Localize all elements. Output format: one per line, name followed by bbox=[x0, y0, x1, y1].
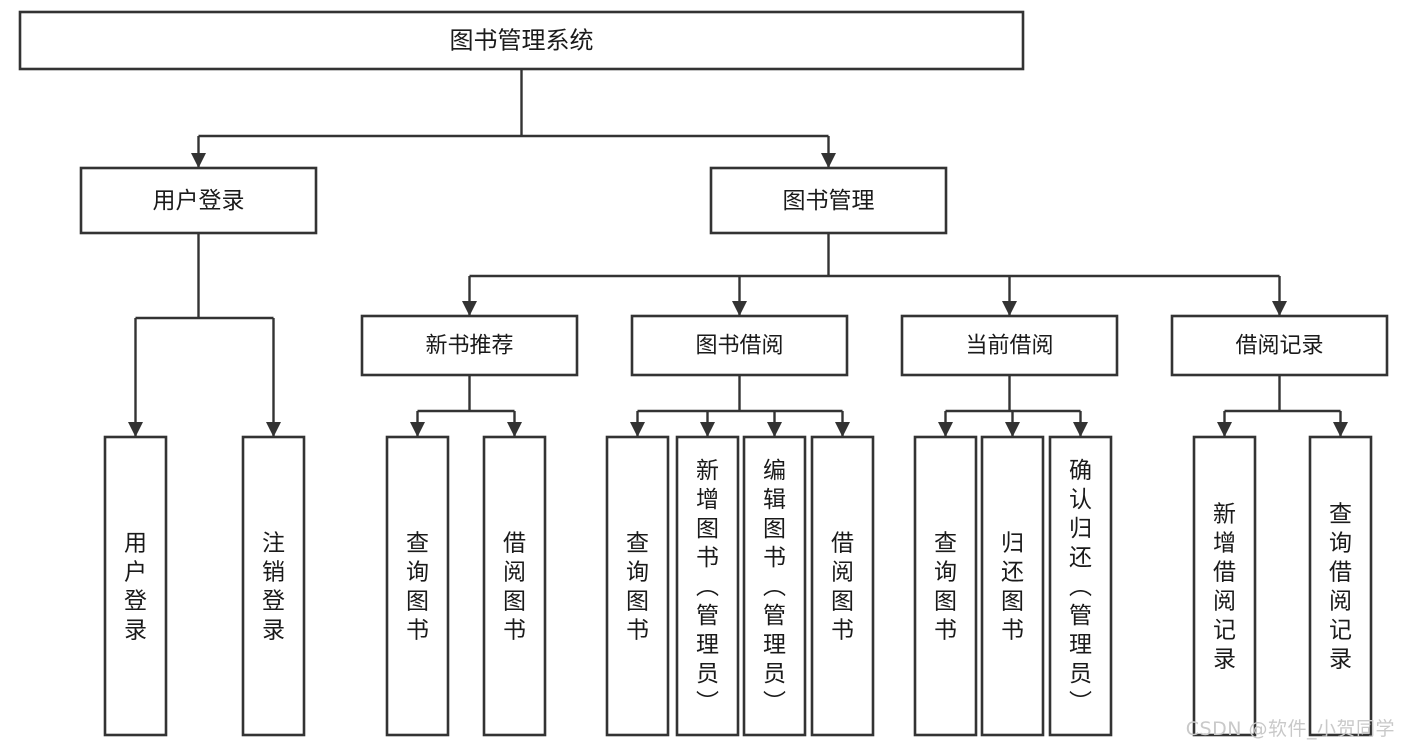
node-leaf-query-book-2[interactable]: 查询图书 bbox=[605, 435, 670, 737]
node-new-book-recommend-label: 新书推荐 bbox=[425, 334, 513, 359]
node-leaf-user-login-label: 用户登录 bbox=[124, 531, 147, 644]
node-new-book-recommend[interactable]: 新书推荐 bbox=[360, 314, 579, 377]
node-leaf-borrow-book-1[interactable]: 借阅图书 bbox=[482, 435, 547, 737]
arrow-head-icon bbox=[767, 422, 782, 437]
node-leaf-borrow-book-2-label: 借阅图书 bbox=[831, 531, 854, 644]
node-leaf-logout-login-box[interactable] bbox=[241, 435, 306, 737]
node-leaf-borrow-book-1-box[interactable] bbox=[482, 435, 547, 737]
node-leaf-add-borrow-record-label: 新增借阅记录 bbox=[1213, 502, 1236, 673]
node-leaf-query-borrow-record[interactable]: 查询借阅记录 bbox=[1308, 435, 1373, 737]
arrow-head-icon bbox=[1333, 422, 1348, 437]
node-leaf-add-book-admin-box[interactable] bbox=[675, 435, 740, 737]
node-root-system-box[interactable] bbox=[18, 10, 1025, 71]
node-book-borrow-label: 图书借阅 bbox=[695, 334, 783, 359]
node-leaf-edit-book-admin-box[interactable] bbox=[742, 435, 807, 737]
node-book-manage-label: 图书管理 bbox=[783, 188, 875, 214]
node-leaf-return-book-label: 归还图书 bbox=[1001, 531, 1024, 644]
arrow-head-icon bbox=[1217, 422, 1232, 437]
node-leaf-query-book-1[interactable]: 查询图书 bbox=[385, 435, 450, 737]
arrow-head-icon bbox=[191, 153, 206, 168]
node-borrow-record-label: 借阅记录 bbox=[1235, 334, 1323, 359]
arrow-head-icon bbox=[821, 153, 836, 168]
connector-layer bbox=[128, 69, 1348, 437]
node-current-borrow-label: 当前借阅 bbox=[965, 334, 1053, 359]
arrow-head-icon bbox=[266, 422, 281, 437]
node-layer: 图书管理系统用户登录图书管理新书推荐图书借阅当前借阅借阅记录用户登录注销登录查询… bbox=[18, 10, 1389, 737]
node-book-manage[interactable]: 图书管理 bbox=[709, 166, 948, 235]
node-book-borrow-box[interactable] bbox=[630, 314, 849, 377]
arrow-head-icon bbox=[938, 422, 953, 437]
arrow-head-icon bbox=[507, 422, 522, 437]
node-leaf-user-login[interactable]: 用户登录 bbox=[103, 435, 168, 737]
arrow-head-icon bbox=[128, 422, 143, 437]
arrow-head-icon bbox=[1073, 422, 1088, 437]
node-leaf-query-borrow-record-label: 查询借阅记录 bbox=[1329, 502, 1352, 673]
node-root-system[interactable]: 图书管理系统 bbox=[18, 10, 1025, 71]
node-borrow-record-box[interactable] bbox=[1170, 314, 1389, 377]
node-user-login-box[interactable] bbox=[79, 166, 318, 235]
node-leaf-return-book-box[interactable] bbox=[980, 435, 1045, 737]
node-user-login-label: 用户登录 bbox=[153, 188, 245, 214]
node-leaf-query-book-1-label: 查询图书 bbox=[406, 531, 429, 644]
node-leaf-add-borrow-record[interactable]: 新增借阅记录 bbox=[1192, 435, 1257, 737]
node-user-login[interactable]: 用户登录 bbox=[79, 166, 318, 235]
node-leaf-edit-book-admin-label: 编辑图书︵管理员︶ bbox=[763, 458, 786, 716]
arrow-head-icon bbox=[410, 422, 425, 437]
node-leaf-query-borrow-record-box[interactable] bbox=[1308, 435, 1373, 737]
node-leaf-query-book-3[interactable]: 查询图书 bbox=[913, 435, 978, 737]
arrow-head-icon bbox=[1272, 301, 1287, 316]
node-leaf-confirm-return-admin-label: 确认归还︵管理员︶ bbox=[1069, 458, 1092, 716]
node-current-borrow-box[interactable] bbox=[900, 314, 1119, 377]
arrow-head-icon bbox=[630, 422, 645, 437]
node-leaf-borrow-book-2[interactable]: 借阅图书 bbox=[810, 435, 875, 737]
node-leaf-logout-login-label: 注销登录 bbox=[262, 531, 285, 644]
node-leaf-edit-book-admin[interactable]: 编辑图书︵管理员︶ bbox=[742, 435, 807, 737]
node-borrow-record[interactable]: 借阅记录 bbox=[1170, 314, 1389, 377]
arrow-head-icon bbox=[462, 301, 477, 316]
csdn-watermark: CSDN @软件_小贺同学 bbox=[1185, 718, 1395, 740]
node-leaf-return-book[interactable]: 归还图书 bbox=[980, 435, 1045, 737]
node-leaf-query-book-2-box[interactable] bbox=[605, 435, 670, 737]
node-leaf-query-book-1-box[interactable] bbox=[385, 435, 450, 737]
node-leaf-query-book-3-label: 查询图书 bbox=[934, 531, 957, 644]
node-leaf-logout-login[interactable]: 注销登录 bbox=[241, 435, 306, 737]
node-leaf-query-book-3-box[interactable] bbox=[913, 435, 978, 737]
node-leaf-confirm-return-admin[interactable]: 确认归还︵管理员︶ bbox=[1048, 435, 1113, 737]
node-leaf-confirm-return-admin-box[interactable] bbox=[1048, 435, 1113, 737]
node-leaf-borrow-book-1-label: 借阅图书 bbox=[503, 531, 526, 644]
arrow-head-icon bbox=[835, 422, 850, 437]
arrow-head-icon bbox=[732, 301, 747, 316]
node-leaf-query-book-2-label: 查询图书 bbox=[626, 531, 649, 644]
node-leaf-user-login-box[interactable] bbox=[103, 435, 168, 737]
node-book-manage-box[interactable] bbox=[709, 166, 948, 235]
node-root-system-label: 图书管理系统 bbox=[450, 27, 594, 55]
arrow-head-icon bbox=[1002, 301, 1017, 316]
node-leaf-add-book-admin-label: 新增图书︵管理员︶ bbox=[696, 458, 719, 716]
node-current-borrow[interactable]: 当前借阅 bbox=[900, 314, 1119, 377]
node-leaf-add-borrow-record-box[interactable] bbox=[1192, 435, 1257, 737]
arrow-head-icon bbox=[700, 422, 715, 437]
node-book-borrow[interactable]: 图书借阅 bbox=[630, 314, 849, 377]
node-new-book-recommend-box[interactable] bbox=[360, 314, 579, 377]
arrow-head-icon bbox=[1005, 422, 1020, 437]
node-leaf-borrow-book-2-box[interactable] bbox=[810, 435, 875, 737]
node-leaf-add-book-admin[interactable]: 新增图书︵管理员︶ bbox=[675, 435, 740, 737]
